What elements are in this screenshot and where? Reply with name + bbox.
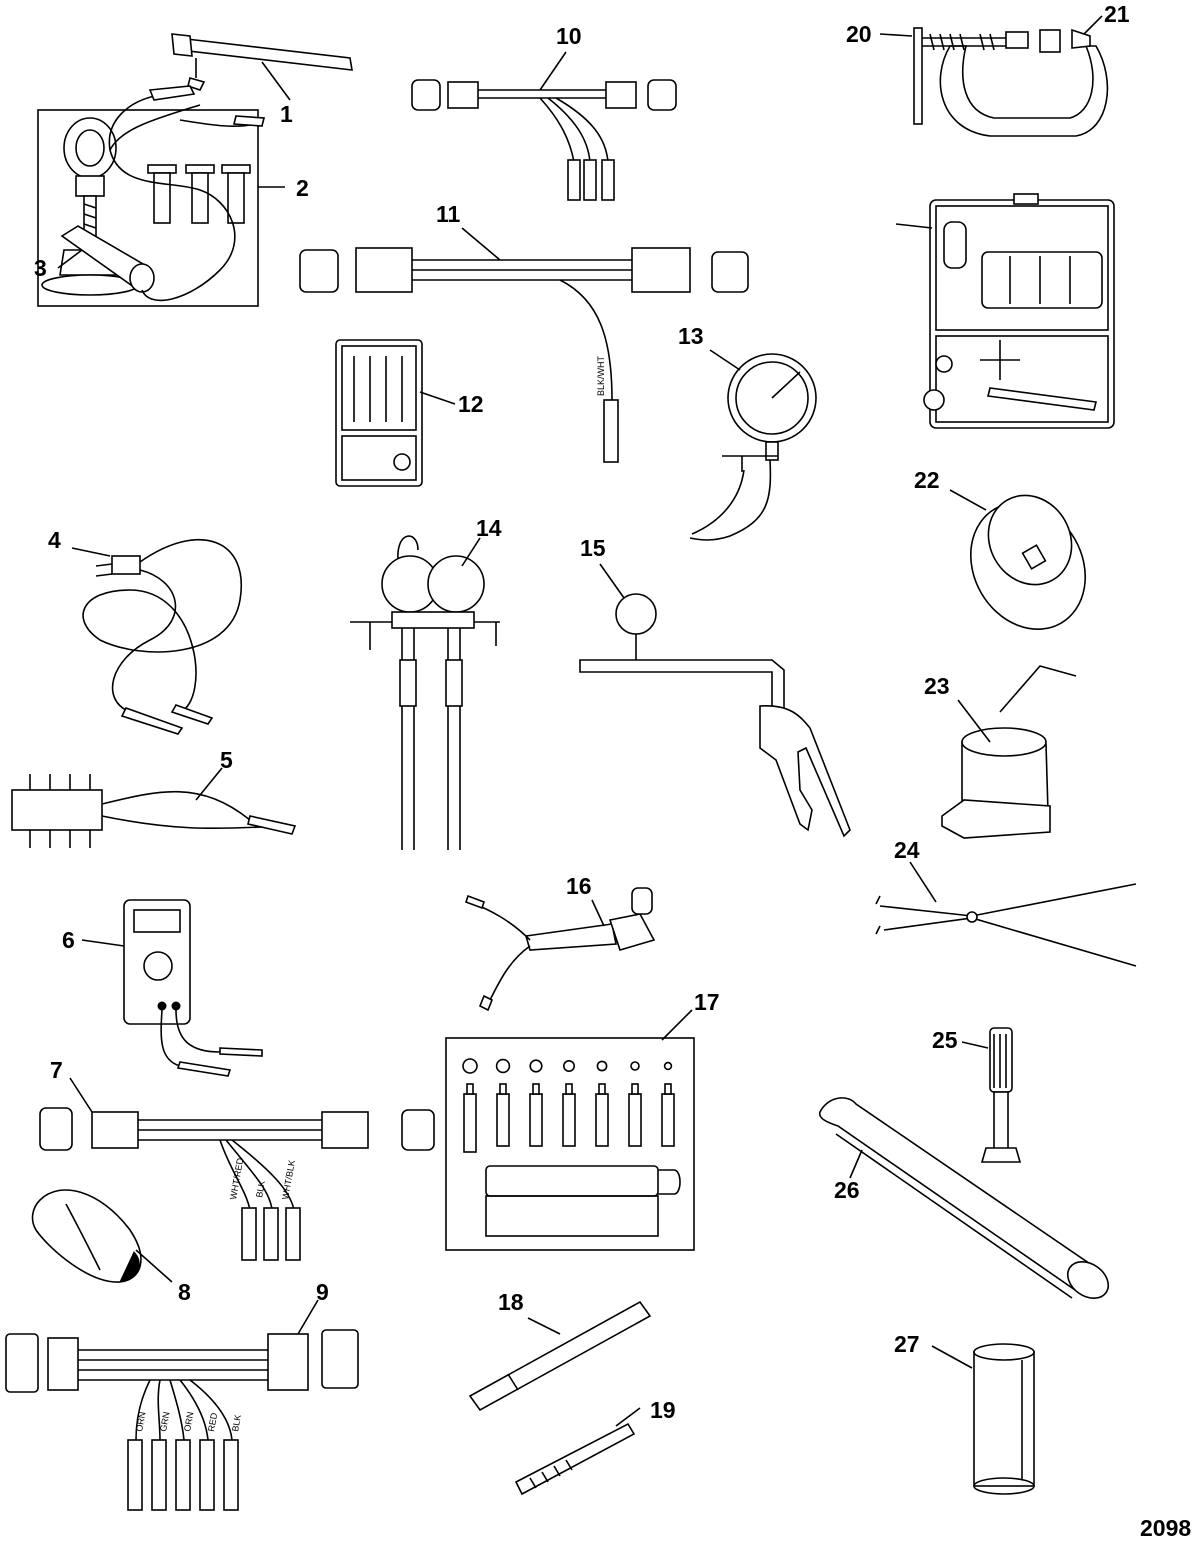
callout-5: 5 — [220, 747, 233, 773]
torx-bit-tip — [596, 1060, 608, 1072]
callout-17: 17 — [694, 989, 720, 1015]
wire-label: BLK/WHT — [596, 355, 606, 396]
callout-19: 19 — [650, 1397, 676, 1423]
torx-bit — [496, 1093, 510, 1147]
callout-20: 20 — [846, 21, 872, 47]
tool-7-test-harness: WHT/RED BLK WHT/BLK — [39, 1077, 435, 1261]
callout-15: 15 — [580, 535, 606, 561]
callout-12: 12 — [458, 391, 484, 417]
callout-9: 9 — [316, 1279, 329, 1305]
callout-8: 8 — [178, 1279, 191, 1305]
callout-22: 22 — [914, 467, 940, 493]
callout-11: 11 — [436, 201, 461, 227]
wire-label: BLK — [230, 1414, 243, 1432]
torx-bit-tip — [663, 1061, 673, 1071]
torx-bit-shank — [565, 1083, 573, 1095]
tool-6-multimeter — [81, 899, 263, 1077]
tool-18-drift-rod — [468, 1300, 652, 1412]
tool-3-timing-light — [57, 85, 266, 302]
tool-26-tube-tool — [818, 1097, 1110, 1299]
tool-8-cone-protector — [31, 1189, 173, 1283]
tool-20-c-clamp-puller — [879, 15, 1109, 137]
tool-24-pliers — [875, 861, 1137, 967]
callout-24: 24 — [894, 837, 920, 863]
tool-2-lifting-eye-kit — [37, 109, 285, 307]
wire-label: RED — [206, 1411, 219, 1432]
torx-bit-tip — [529, 1059, 543, 1073]
tool-25-threaded-tool — [961, 1027, 1022, 1163]
torx-bit-shank — [466, 1083, 474, 1095]
torx-bit-tip — [462, 1058, 478, 1074]
wire-label: BLK — [254, 1180, 267, 1198]
torx-bit-shank — [532, 1083, 540, 1095]
callout-13: 13 — [678, 323, 704, 349]
torx-bit-shank — [499, 1083, 507, 1095]
tool-case-kit — [895, 193, 1115, 429]
tool-9-test-harness: ORN GRN ORN RED BLK — [5, 1299, 359, 1511]
callout-1: 1 — [280, 101, 293, 127]
callout-labels: 1 2 3 4 5 6 7 8 9 10 11 12 13 14 15 16 1… — [34, 1, 1191, 1541]
callout-14: 14 — [476, 515, 502, 541]
callout-27: 27 — [894, 1331, 920, 1357]
tool-22-filter-wrench — [949, 489, 1087, 631]
callout-21: 21 — [1104, 1, 1130, 27]
callout-6: 6 — [62, 927, 75, 953]
wire-label: ORN — [134, 1411, 147, 1432]
callout-25: 25 — [932, 1027, 958, 1053]
tool-12-test-kit-box — [335, 339, 456, 487]
wire-label: WHT/BLK — [280, 1159, 297, 1200]
wire-label: GRN — [158, 1411, 171, 1432]
torx-bit-tip — [630, 1061, 640, 1071]
callout-7: 7 — [50, 1057, 63, 1083]
tool-14-manifold-gauge-set — [350, 535, 500, 850]
torx-bit — [628, 1093, 642, 1147]
tool-16-spark-tester — [464, 887, 656, 1012]
torx-bit — [529, 1093, 543, 1147]
tool-10-test-harness — [411, 51, 677, 201]
callout-26: 26 — [834, 1177, 860, 1203]
callout-3: 3 — [34, 255, 47, 281]
callout-18: 18 — [498, 1289, 524, 1315]
wire-label: ORN — [182, 1411, 195, 1432]
tool-19-alignment-tool — [514, 1407, 641, 1496]
figure-number: 2098 — [1140, 1515, 1191, 1541]
torx-bit-shank — [664, 1083, 672, 1095]
wire-label: WHT/RED — [228, 1157, 245, 1201]
callout-10: 10 — [556, 23, 582, 49]
callout-23: 23 — [924, 673, 950, 699]
tool-5-terminal-block-leads — [11, 767, 297, 848]
tool-27-sleeve — [931, 1343, 1035, 1495]
torx-bit — [661, 1093, 675, 1147]
torx-bit — [463, 1093, 477, 1153]
tool-15-vacuum-pump — [579, 563, 851, 838]
torx-bit-shank — [631, 1083, 639, 1095]
tool-4-test-leads — [71, 538, 243, 735]
torx-bit-tip — [495, 1058, 511, 1074]
callout-2: 2 — [296, 175, 309, 201]
torx-bit — [595, 1093, 609, 1147]
tool-11-test-harness: BLK/WHT — [299, 227, 749, 463]
tool-23-spring-compressor — [941, 665, 1077, 839]
torx-bit-shank — [598, 1083, 606, 1095]
callout-16: 16 — [566, 873, 592, 899]
tool-1-bar-wrench — [171, 33, 353, 101]
torx-bit — [562, 1093, 576, 1147]
torx-bit-tip — [562, 1060, 575, 1073]
tool-17-bit-set — [445, 1009, 695, 1251]
callout-4: 4 — [48, 527, 61, 553]
tool-13-pressure-gauge — [689, 349, 817, 541]
